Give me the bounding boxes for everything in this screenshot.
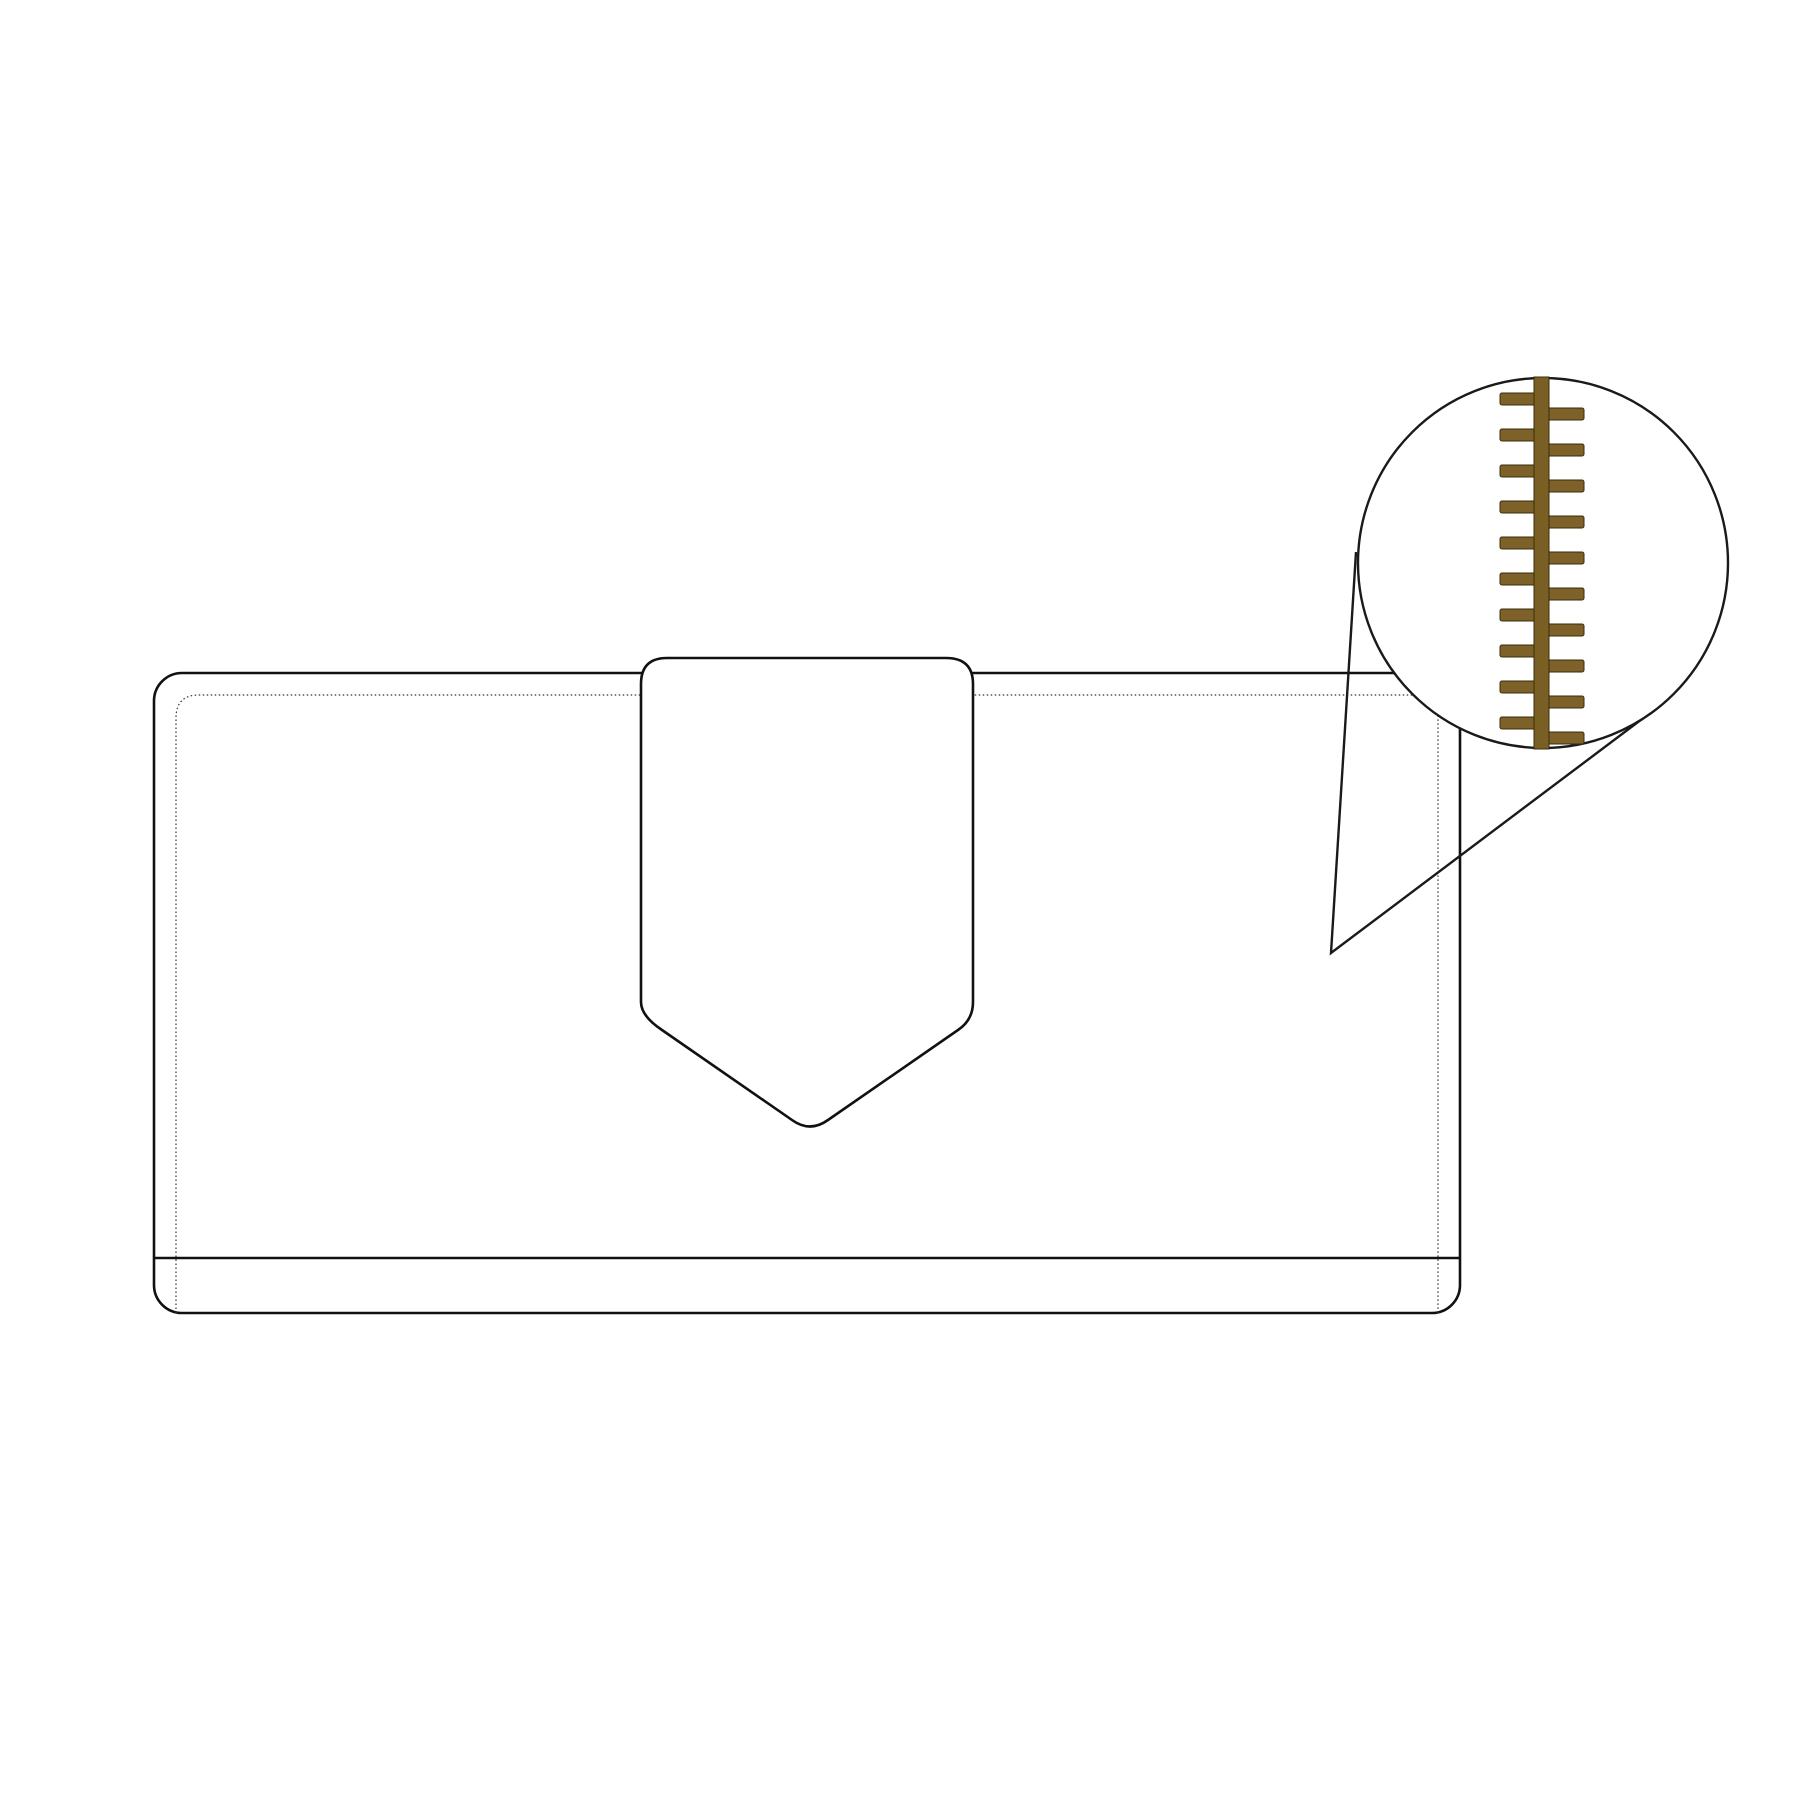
zipper-tooth-right [1543, 407, 1585, 421]
zipper-tape [1533, 376, 1550, 750]
zipper-tooth-right [1543, 443, 1585, 457]
zipper-tooth-right [1543, 623, 1585, 637]
zipper-tooth-right [1543, 659, 1585, 673]
zipper-teeth-group [1499, 392, 1585, 745]
zipper-tooth-right [1543, 479, 1585, 493]
zipper-tooth-right [1543, 515, 1585, 529]
zipper-tooth-right [1543, 731, 1585, 745]
zipper-callout-leader [1329, 551, 1651, 956]
zipper-tooth-right [1543, 695, 1585, 709]
wallet-stitch-line [175, 694, 1439, 1313]
closure-tab [639, 656, 975, 1128]
zipper-tooth-right [1543, 551, 1585, 565]
zipper-tooth-right [1543, 587, 1585, 601]
